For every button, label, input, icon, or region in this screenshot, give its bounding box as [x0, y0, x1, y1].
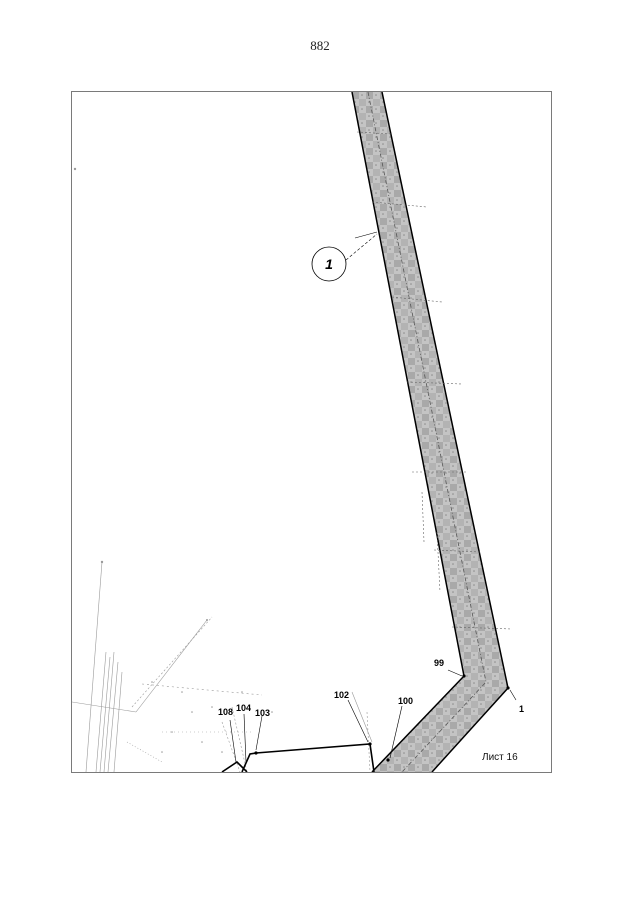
zone-label: 1 — [325, 256, 333, 272]
cadastral-map: 1 99 1 100 102 103 104 108 Лист 16 — [72, 92, 524, 772]
parcel-boundary-103-102 — [241, 743, 375, 772]
right-of-way-strip — [352, 92, 508, 772]
point-label-99: 99 — [434, 658, 444, 668]
point-label-1: 1 — [519, 704, 524, 714]
boundary-points — [254, 674, 510, 762]
sheet-label: Лист 16 — [482, 752, 518, 763]
point-label-108: 108 — [218, 707, 233, 717]
map-frame: 1 99 1 100 102 103 104 108 Лист 16 — [71, 91, 552, 773]
point-label-100: 100 — [398, 696, 413, 706]
point-label-104: 104 — [236, 703, 251, 713]
point-label-103: 103 — [255, 708, 270, 718]
centerline-vertices — [356, 131, 513, 630]
survey-dots — [73, 167, 273, 753]
zone-callout: 1 — [311, 233, 378, 282]
page-number: 882 — [310, 38, 330, 53]
point-label-102: 102 — [334, 690, 349, 700]
strip-centerline — [367, 92, 487, 772]
survey-background-lines — [72, 561, 373, 772]
label-leaders — [229, 231, 517, 763]
